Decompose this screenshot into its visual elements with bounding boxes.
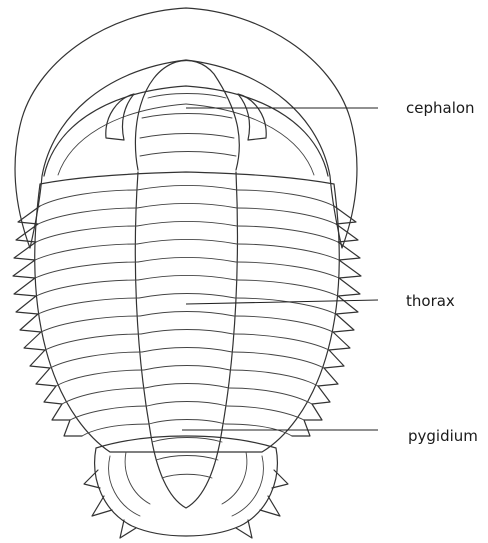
- cephalon-label: cephalon: [406, 99, 475, 117]
- right-eye: [238, 94, 266, 140]
- glabella: [135, 61, 239, 171]
- thorax-label: thorax: [406, 292, 455, 310]
- cephalic-shield: [15, 8, 357, 248]
- left-pleural-spines: [13, 206, 82, 436]
- axial-rings: [137, 186, 237, 479]
- left-eye: [106, 94, 134, 140]
- pygidial-spines: [84, 470, 288, 538]
- left-pleurae: [35, 190, 149, 436]
- right-pleurae: [225, 190, 339, 436]
- pygidium-label: pygidium: [408, 427, 478, 445]
- pygidium-shield: [84, 436, 288, 538]
- thorax-body: [13, 172, 361, 508]
- right-pleural-spines: [292, 206, 361, 436]
